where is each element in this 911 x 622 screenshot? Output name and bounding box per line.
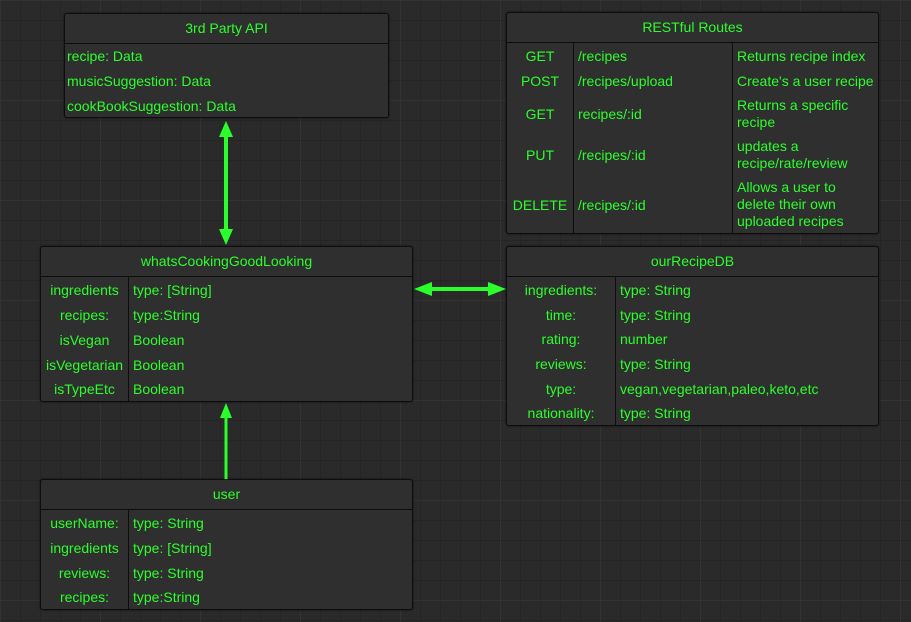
entity-field-row: reviews: type: String [41,560,412,585]
route-path: recipes/:id [574,93,733,134]
field-key: isVegetarian [41,352,129,377]
our-recipe-db-title: ourRecipeDB [507,247,878,277]
restful-routes-table[interactable]: RESTful Routes GET /recipes Returns reci… [506,12,879,234]
third-party-api-field: recipe: Data [67,48,143,64]
third-party-api-title: 3rd Party API [65,14,388,44]
restful-routes-title: RESTful Routes [507,13,878,43]
entity-field-row: time: type: String [507,302,878,327]
third-party-api-field: musicSuggestion: Data [67,73,211,89]
field-key: reviews: [41,560,129,585]
third-party-api-entity[interactable]: 3rd Party API recipe: Data musicSuggesti… [64,13,389,118]
user-entity[interactable]: user userName: type: String ingredients … [40,479,413,610]
route-path: /recipes [574,43,733,68]
field-key: ingredients [41,277,129,302]
entity-field-row: isTypeEtc Boolean [41,377,412,401]
field-value: vegan,vegetarian,paleo,keto,etc [620,380,819,397]
field-key: nationality: [507,401,616,425]
field-value: Boolean [133,381,185,397]
whats-cooking-to-recipe-db-arrow[interactable] [414,282,506,296]
field-value: type:String [133,589,200,605]
field-value: type: [String] [133,539,212,556]
field-key: recipes: [41,302,129,327]
route-path: /recipes/:id [574,134,733,176]
field-key: ingredients [41,535,129,560]
entity-field-row: userName: type: String [41,510,412,535]
route-method: GET [507,43,574,68]
route-row: DELETE /recipes/:id Allows a user to del… [507,176,878,233]
entity-field-row: nationality: type: String [507,401,878,425]
route-method: GET [507,93,574,134]
route-method: POST [507,68,574,93]
field-value: type: String [620,355,691,372]
route-row: GET /recipes Returns recipe index [507,43,878,68]
field-value: type: String [620,405,691,421]
route-description: Allows a user to delete their own upload… [737,179,844,229]
entity-field-row: reviews: type: String [507,351,878,376]
route-description: Create's a user recipe [737,72,874,89]
field-value: number [620,331,668,347]
field-key: rating: [507,327,616,351]
field-value: type: String [620,281,691,298]
entity-field-row: recipes: type:String [41,585,412,609]
route-method: PUT [507,134,574,176]
field-value: type: String [620,306,691,323]
whats-cooking-entity[interactable]: whatsCookingGoodLooking ingredients type… [40,246,413,402]
field-key: userName: [41,510,129,535]
route-path: /recipes/upload [574,68,733,93]
entity-field-row: isVegetarian Boolean [41,352,412,377]
field-key: isVegan [41,327,129,352]
route-description: updates a recipe/rate/review [737,138,848,171]
route-path: /recipes/:id [574,176,733,233]
field-value: type: String [133,564,204,581]
entity-field-row: type: vegan,vegetarian,paleo,keto,etc [507,376,878,401]
third-party-api-field: cookBookSuggestion: Data [67,98,236,114]
route-row: PUT /recipes/:id updates a recipe/rate/r… [507,134,878,176]
route-method: DELETE [507,176,574,233]
entity-field-row: recipes: type:String [41,302,412,327]
field-key: isTypeEtc [41,377,129,401]
field-key: ingredients: [507,277,616,302]
entity-field-row: ingredients type: [String] [41,277,412,302]
field-key: type: [507,376,616,401]
field-value: type:String [133,306,200,323]
route-description: Returns a specific recipe [737,96,849,130]
field-value: Boolean [133,356,185,373]
whats-cooking-title: whatsCookingGoodLooking [41,247,412,277]
user-to-whats-cooking-arrow[interactable] [220,403,232,479]
field-value: type: [String] [133,281,212,298]
field-key: recipes: [41,585,129,609]
user-title: user [41,480,412,510]
route-description: Returns recipe index [737,47,866,64]
our-recipe-db-entity[interactable]: ourRecipeDB ingredients: type: String ti… [506,246,879,426]
entity-field-row: rating: number [507,327,878,351]
route-row: GET recipes/:id Returns a specific recip… [507,93,878,134]
entity-field-row: ingredients type: [String] [41,535,412,560]
field-value: type: String [133,514,204,531]
entity-field-row: ingredients: type: String [507,277,878,302]
field-key: reviews: [507,351,616,376]
field-key: time: [507,302,616,327]
api-to-whats-cooking-arrow[interactable] [219,121,233,245]
field-value: Boolean [133,331,185,348]
entity-field-row: isVegan Boolean [41,327,412,352]
route-row: POST /recipes/upload Create's a user rec… [507,68,878,93]
